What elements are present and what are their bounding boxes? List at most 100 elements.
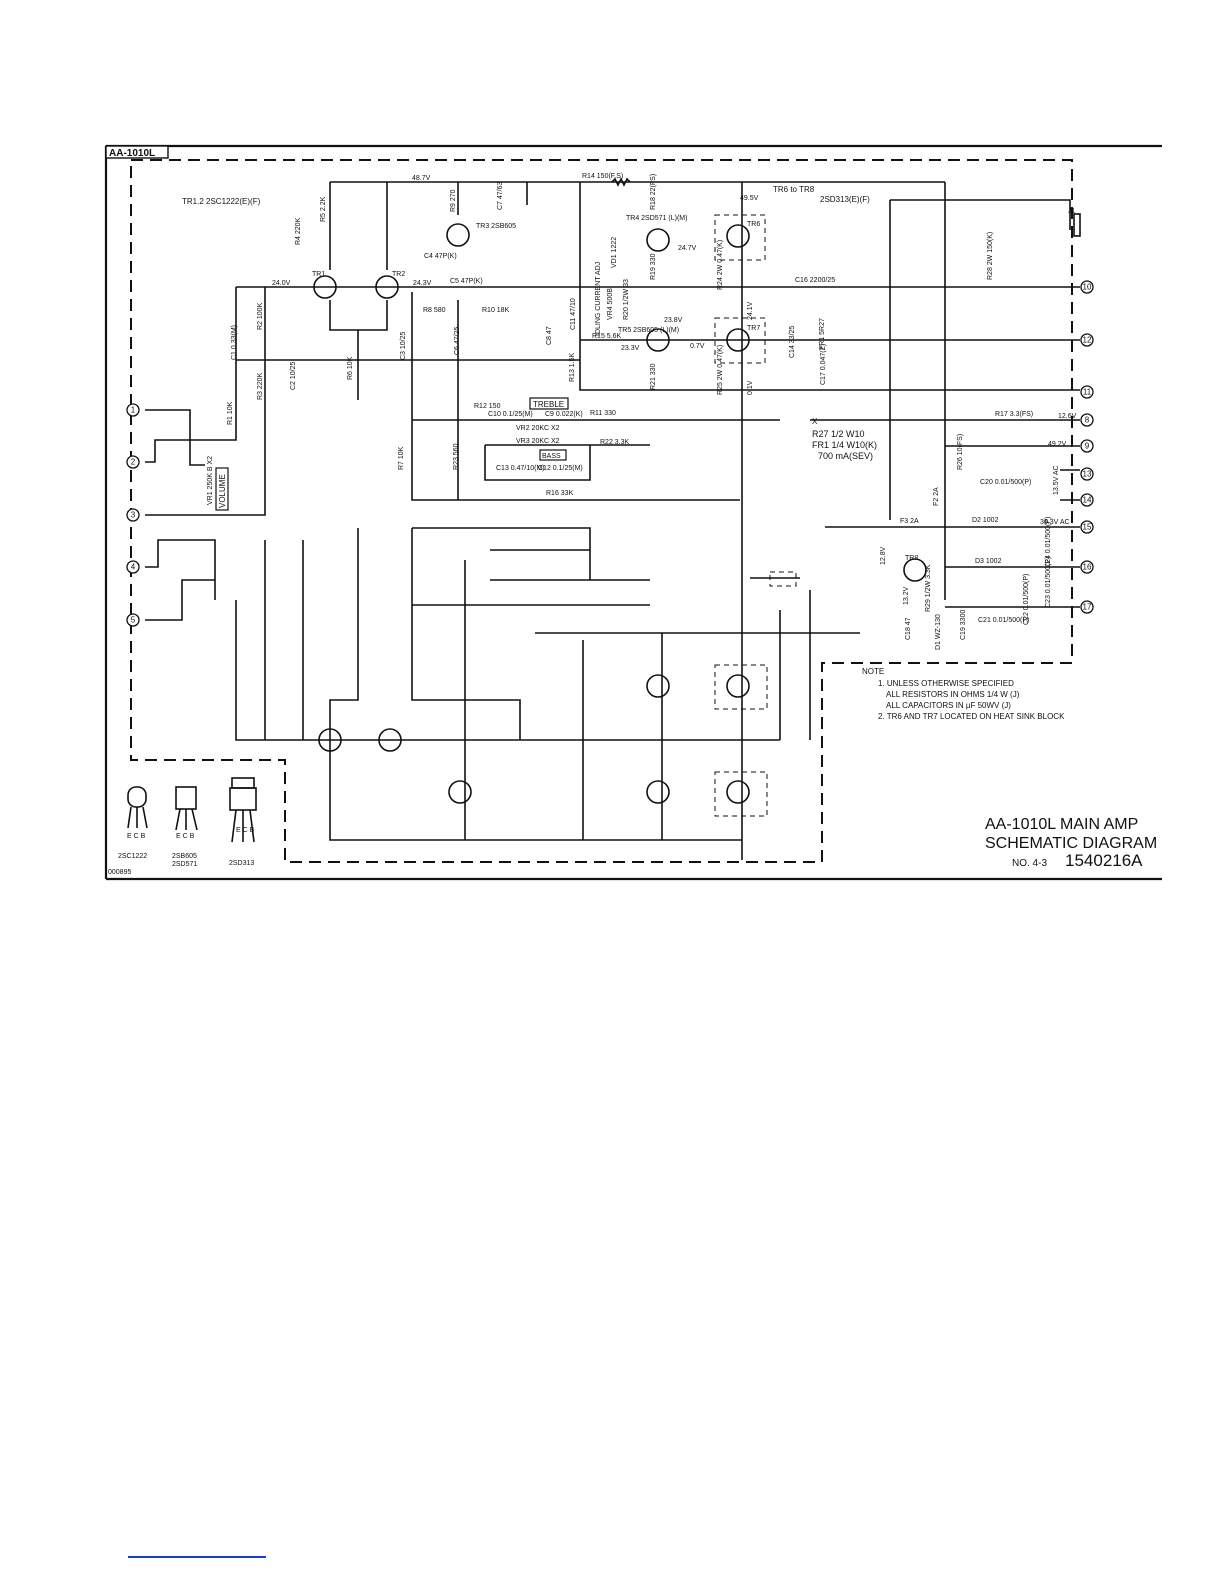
note-line-4: 2. TR6 AND TR7 LOCATED ON HEAT SINK BLOC… xyxy=(878,712,1065,721)
page-footer-rule xyxy=(128,1556,266,1558)
svg-text:12: 12 xyxy=(1083,336,1092,345)
r15-label: R15 5.6K xyxy=(592,333,622,340)
input-1-wire xyxy=(145,409,205,466)
j1-label: J1 xyxy=(1068,208,1076,215)
v-132: 13.2V xyxy=(903,586,910,605)
r11-label: R11 330 xyxy=(590,410,616,417)
package-2-name: 2SB605 xyxy=(172,853,197,860)
lines-13-14 xyxy=(1060,469,1080,501)
treble-box xyxy=(529,397,569,410)
svg-text:14: 14 xyxy=(1083,496,1092,505)
svg-text:15: 15 xyxy=(1083,523,1092,532)
title-number-prefix: NO. 4-3 xyxy=(1012,858,1047,869)
ch2-tr2 xyxy=(378,728,402,752)
r26-label: R26 10(FS) xyxy=(957,434,964,470)
v-247: 24.7V xyxy=(678,245,697,252)
svg-text:5: 5 xyxy=(131,616,136,625)
svg-text:3: 3 xyxy=(131,511,136,520)
fr1-label: FR1 5R27 xyxy=(819,318,826,350)
svg-text:TR8: TR8 xyxy=(905,555,918,562)
c24-label: C24 0.01/500(P) xyxy=(1045,517,1052,568)
c13-label: C13 0.47/10(M) xyxy=(496,465,545,472)
f3-label: F3 2A xyxy=(900,518,919,525)
terminal-8: 8 xyxy=(1080,413,1094,427)
chassis-boundary xyxy=(130,159,1073,863)
terminal-4: 4 xyxy=(126,560,140,574)
tr5-transistor xyxy=(646,328,670,352)
model-tag: AA-1010L xyxy=(109,148,155,159)
r1-label: R1 10K xyxy=(227,401,234,425)
tr4-label: TR4 2SD571 (L)(M) xyxy=(626,215,687,222)
v-126: 12.6V xyxy=(1058,413,1077,420)
tr3-label: TR3 2SB605 xyxy=(476,223,516,230)
volume-box xyxy=(215,467,229,511)
r23-label: R23 560 xyxy=(453,443,460,470)
package-2sc1222 xyxy=(127,786,148,829)
j1-jack xyxy=(1073,213,1081,237)
vr3-label: VR3 20KC X2 xyxy=(516,438,560,445)
d3-label: D3 1002 xyxy=(975,558,1002,565)
terminal-5: 5 xyxy=(126,613,140,627)
r17-label: R17 3.3(FS) xyxy=(995,411,1033,418)
diff-pair-tail xyxy=(329,300,388,331)
c10-label: C10 0.1/25(M) xyxy=(488,411,533,418)
ch2-tr4 xyxy=(646,674,670,698)
vd1-label: VD1 1222 xyxy=(611,237,618,268)
terminal-2: 2 xyxy=(126,455,140,469)
v-135: 13.5V AC xyxy=(1053,465,1060,495)
r14-label: R14 150(F.S) xyxy=(582,173,623,180)
svg-text:8: 8 xyxy=(1085,416,1090,425)
ch2-bus-740 xyxy=(235,600,780,741)
ch2-tr3 xyxy=(448,780,472,804)
svg-text:17: 17 xyxy=(1083,603,1092,612)
title-number: 1540216A xyxy=(1065,851,1143,870)
ch2-tr5 xyxy=(646,780,670,804)
c18-label: C18 47 xyxy=(905,617,912,640)
r21-label: R21 330 xyxy=(650,363,657,390)
svg-text:TR2: TR2 xyxy=(392,271,405,278)
tr2-transistor: TR2 xyxy=(375,271,405,299)
v-495: 49.5V xyxy=(740,195,759,202)
c2-label: C2 10/25 xyxy=(290,361,297,390)
ch2-top-line xyxy=(412,527,591,580)
v-238: 23.8V xyxy=(664,317,683,324)
ch2-feedback xyxy=(411,528,521,740)
d1-label: D1 WZ-130 xyxy=(935,614,942,650)
terminal-9: 9 xyxy=(1080,439,1094,453)
ch2-tr1 xyxy=(318,728,342,752)
svg-text:13: 13 xyxy=(1083,470,1092,479)
r22-label: R22 3.3K xyxy=(600,439,630,446)
tr6-transistor: TR6 xyxy=(726,221,760,248)
c12-label: C12 0.1/25(M) xyxy=(538,465,583,472)
r10-label: R10 18K xyxy=(482,307,510,314)
model-tag-box xyxy=(105,145,169,159)
tr68-type-1: TR6 to TR8 xyxy=(773,185,815,194)
r29-label: R29 1/2W 3.3K xyxy=(925,564,932,612)
v-241: 24.1V xyxy=(747,301,754,320)
bass-label: BASS xyxy=(542,453,561,460)
v-01: 0.1V xyxy=(747,380,754,395)
terminal-16: 16 xyxy=(1080,560,1094,574)
r18-label: R18 22(FS) xyxy=(650,174,657,210)
v-128: 12.8V xyxy=(880,546,887,565)
v-243: 24.3V xyxy=(413,280,432,287)
c7-label: C7 47/63 xyxy=(497,181,504,210)
tr3-transistor xyxy=(446,223,470,247)
r9-label: R9 270 xyxy=(450,189,457,212)
input-2-wire xyxy=(145,287,237,463)
vr4-label: VR4 500B xyxy=(607,288,614,320)
r3-label: R3 220K xyxy=(257,372,264,400)
note-line-3: ALL CAPACITORS IN µF 50WV (J) xyxy=(886,701,1011,710)
package-3-pins: E C B xyxy=(236,827,255,834)
r12-label: R12 150 xyxy=(474,403,501,410)
x-note-1: R27 1/2 W10 xyxy=(812,429,865,439)
idling-label: IDLING CURRENT ADJ xyxy=(595,262,602,336)
tr1-transistor: TR1 xyxy=(312,271,337,299)
c4-label: C4 47P(K) xyxy=(424,253,457,260)
v-07: 0.7V xyxy=(690,343,705,350)
note-line-1: 1. UNLESS OTHERWISE SPECIFIED xyxy=(878,679,1014,688)
c9-label: C9 0.022(K) xyxy=(545,411,583,418)
title-line-2: SCHEMATIC DIAGRAM xyxy=(985,835,1157,852)
note-heading: NOTE xyxy=(862,667,884,676)
